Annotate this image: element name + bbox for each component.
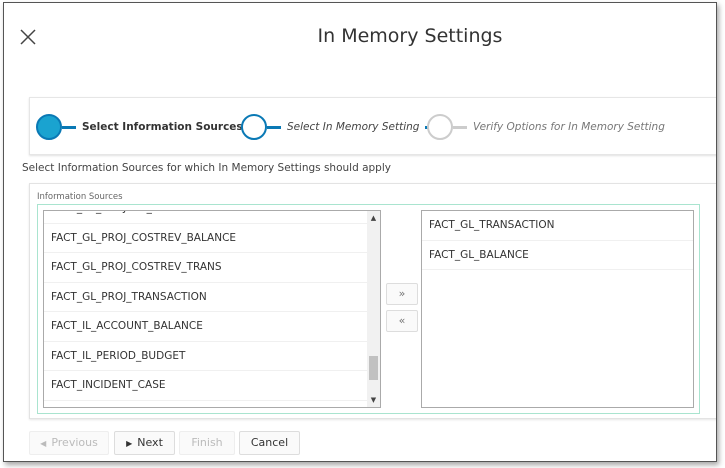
in-memory-settings-dialog: In Memory Settings Select Information So… [3, 2, 717, 462]
next-label: Next [137, 436, 163, 449]
next-button[interactable]: ▶ Next [114, 431, 175, 455]
previous-button[interactable]: ◀ Previous [29, 431, 109, 455]
list-item[interactable]: FACT_IL_ACCOUNT_BALANCE [44, 312, 380, 342]
scrollbar[interactable]: ▲ ▼ [367, 211, 380, 407]
list-transfer-panel: FACT_GL_PROJECT_BALANCE FACT_GL_PROJ_COS… [37, 204, 700, 414]
wizard-stepper: Select Information Sources Select In Mem… [29, 97, 716, 155]
group-label: Information Sources [37, 192, 123, 202]
step-current-icon [241, 114, 267, 140]
list-item[interactable]: FACT_GL_BALANCE [422, 241, 693, 270]
cancel-button[interactable]: Cancel [239, 431, 300, 455]
finish-button[interactable]: Finish [179, 431, 235, 455]
selected-sources-list[interactable]: FACT_GL_TRANSACTION FACT_GL_BALANCE [421, 210, 694, 408]
step-pending-icon [427, 114, 453, 140]
step-label: Select Information Sources [82, 121, 243, 133]
scrollbar-thumb[interactable] [369, 356, 378, 380]
list-item[interactable]: FACT_GL_PROJ_TRANSACTION [44, 283, 380, 312]
step-connector [62, 125, 76, 129]
scroll-up-icon[interactable]: ▲ [370, 214, 377, 222]
step-select-information-sources[interactable]: Select Information Sources [36, 114, 263, 140]
list-item[interactable]: FACT_GL_PROJECT_BALANCE [44, 211, 380, 224]
add-selected-button[interactable]: » [386, 283, 418, 305]
step-label: Verify Options for In Memory Setting [473, 121, 665, 133]
list-item[interactable]: FACT_GL_PROJ_COSTREV_BALANCE [44, 224, 380, 253]
list-item[interactable]: FACT_INCIDENT_CASE [44, 371, 380, 401]
list-item[interactable]: FACT_GL_PROJ_COSTREV_TRANS [44, 253, 380, 283]
step-verify-options[interactable]: Verify Options for In Memory Setting [427, 114, 671, 140]
remove-selected-button[interactable]: « [386, 310, 418, 332]
step-connector [453, 125, 467, 129]
caret-left-icon: ◀ [40, 439, 47, 448]
instruction-text: Select Information Sources for which In … [22, 162, 391, 174]
available-sources-list[interactable]: FACT_GL_PROJECT_BALANCE FACT_GL_PROJ_COS… [43, 210, 381, 408]
caret-right-icon: ▶ [126, 439, 133, 448]
dialog-title: In Memory Settings [317, 25, 503, 47]
step-done-icon [36, 114, 62, 140]
step-label: Select In Memory Setting [287, 121, 420, 133]
information-sources-group: Information Sources FACT_GL_PROJECT_BALA… [29, 183, 716, 419]
close-icon[interactable] [18, 27, 38, 47]
step-connector [267, 125, 281, 129]
previous-label: Previous [51, 436, 98, 449]
list-item[interactable]: FACT_IL_PERIOD_BUDGET [44, 342, 380, 371]
step-select-in-memory-setting[interactable]: Select In Memory Setting [241, 114, 440, 140]
list-item[interactable]: FACT_GL_TRANSACTION [422, 211, 693, 241]
scroll-down-icon[interactable]: ▼ [370, 396, 377, 404]
